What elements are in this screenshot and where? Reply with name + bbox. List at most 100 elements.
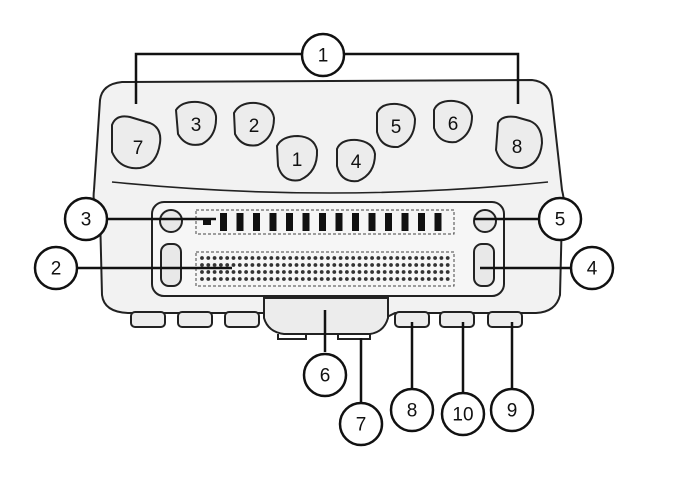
braille-dot — [313, 256, 318, 260]
braille-dot — [401, 277, 406, 281]
braille-dot — [206, 277, 211, 281]
callout-7-label: 7 — [356, 415, 367, 436]
braille-dot — [244, 270, 249, 274]
braille-dot — [414, 277, 419, 281]
key-6-shape — [433, 99, 474, 144]
status-bar — [286, 213, 293, 231]
braille-dot — [414, 263, 419, 267]
braille-dot — [200, 263, 204, 267]
leader-lines — [78, 52, 570, 402]
braille-dot — [420, 263, 425, 267]
braille-dot — [338, 263, 343, 267]
braille-dot — [244, 256, 249, 260]
braille-dot — [282, 270, 286, 274]
braille-dot — [269, 263, 274, 267]
braille-dot — [206, 263, 211, 267]
front-button-right-3 — [487, 311, 523, 328]
braille-dot — [351, 277, 356, 281]
braille-dot — [338, 277, 343, 281]
braille-dot — [225, 270, 230, 274]
braille-cell-dots — [200, 256, 450, 281]
key-3-label: 3 — [191, 115, 202, 136]
braille-dot — [231, 270, 236, 274]
braille-dot — [319, 277, 324, 281]
key-8-shape — [494, 115, 544, 170]
front-button-left-1 — [130, 311, 166, 328]
braille-dot — [250, 277, 255, 281]
braille-dot — [376, 277, 381, 281]
key-4-shape — [336, 138, 377, 183]
braille-dot — [345, 277, 349, 281]
upper-panel-edge — [111, 181, 549, 194]
braille-dot — [212, 263, 217, 267]
braille-dot — [345, 270, 349, 274]
callout-circles — [33, 32, 615, 447]
braille-dot — [433, 256, 437, 260]
braille-dot — [288, 263, 293, 267]
key-8-label: 8 — [512, 137, 523, 158]
braille-dot — [370, 256, 374, 260]
braille-dot — [426, 270, 431, 274]
braille-dot — [382, 263, 387, 267]
braille-dot — [275, 256, 280, 260]
braille-dot — [275, 263, 280, 267]
braille-dot — [376, 263, 381, 267]
braille-dot — [307, 256, 311, 260]
braille-dot — [206, 256, 211, 260]
callout-7-circle — [338, 401, 384, 447]
braille-dot — [357, 256, 362, 260]
braille-dot — [237, 256, 242, 260]
braille-dot — [212, 277, 217, 281]
braille-dot — [200, 270, 204, 274]
key-7-shape — [111, 115, 162, 170]
braille-dot — [263, 263, 267, 267]
braille-dot — [294, 270, 299, 274]
braille-dot — [288, 256, 293, 260]
braille-dot — [363, 277, 368, 281]
braille-dot — [294, 277, 299, 281]
key-2-shape — [232, 101, 276, 147]
braille-dot — [326, 263, 330, 267]
braille-dot — [263, 270, 267, 274]
callout-8-label: 8 — [407, 401, 418, 422]
braille-dot — [439, 256, 444, 260]
braille-dot — [395, 256, 400, 260]
key-4-label: 4 — [351, 152, 362, 173]
left-round-button — [159, 209, 183, 233]
braille-dot — [231, 263, 236, 267]
braille-dot — [401, 270, 406, 274]
braille-dot — [269, 256, 274, 260]
key-3-shape — [174, 100, 218, 146]
braille-dot — [338, 270, 343, 274]
braille-dot — [319, 256, 324, 260]
braille-dot — [382, 277, 387, 281]
braille-dot — [256, 270, 261, 274]
braille-key-labels: 7 3 2 1 4 5 6 8 — [133, 114, 523, 173]
braille-dot — [256, 256, 261, 260]
braille-dot — [282, 256, 286, 260]
braille-dot — [426, 256, 431, 260]
callout-labels: 1 3 5 2 4 6 7 8 10 9 — [51, 46, 598, 436]
braille-dot — [319, 270, 324, 274]
braille-dot — [420, 270, 425, 274]
status-bar — [269, 213, 277, 231]
callout-5-circle — [537, 196, 583, 242]
callout-2-circle — [33, 245, 79, 291]
callout-3-label: 3 — [81, 210, 92, 231]
status-cell-bars — [203, 213, 442, 231]
braille-dot — [433, 270, 437, 274]
braille-dot — [231, 277, 236, 281]
braille-dot — [326, 277, 330, 281]
braille-dot — [288, 270, 293, 274]
braille-dot — [225, 263, 230, 267]
braille-dot — [313, 277, 318, 281]
braille-dot — [250, 270, 255, 274]
braille-dot — [212, 270, 217, 274]
braille-dot — [426, 277, 431, 281]
braille-dot — [206, 270, 211, 274]
front-button-left-2 — [177, 311, 213, 328]
braille-dot — [244, 263, 249, 267]
braille-dot — [395, 263, 400, 267]
braille-dot — [307, 270, 311, 274]
